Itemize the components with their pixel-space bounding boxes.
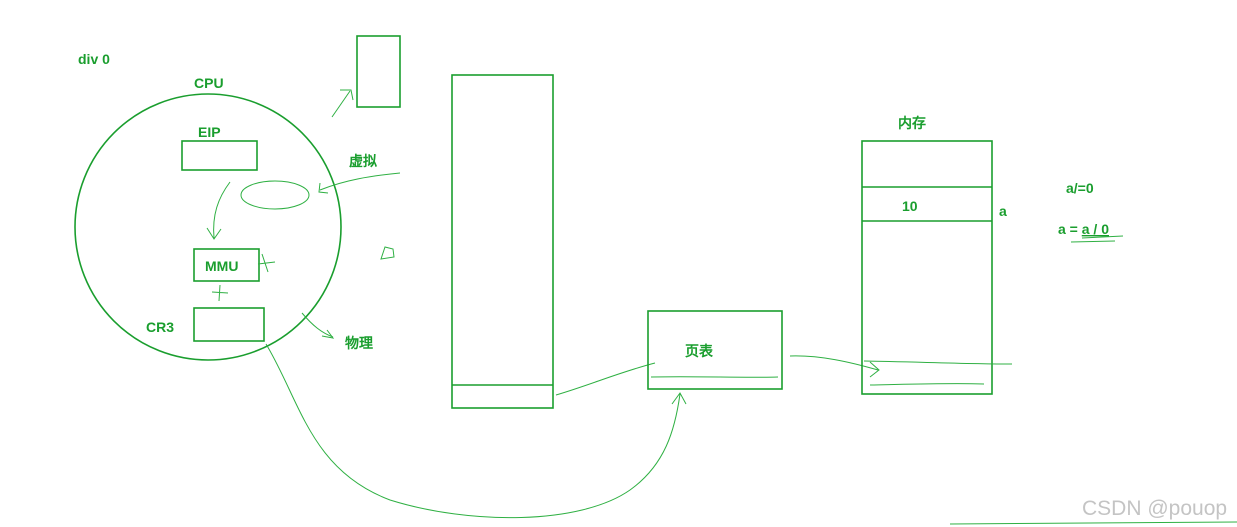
virtual-arrow [318, 172, 401, 194]
small-scribble [380, 246, 395, 260]
formula-1: a/=0 [1066, 180, 1094, 196]
cpu-label: CPU [194, 75, 224, 91]
cr3-to-pagetable-arrow [265, 343, 687, 519]
div-zero-note: div 0 [78, 51, 110, 67]
bottom-line [949, 521, 1237, 525]
cr3-box [193, 307, 265, 342]
small-virtual-block [356, 35, 401, 108]
memory-frame-line-top [863, 360, 1013, 365]
watermark: CSDN @pouop [1082, 497, 1227, 520]
formula-underline [1070, 235, 1124, 243]
memory-label: 内存 [898, 115, 926, 131]
plus-mark [211, 284, 229, 302]
memory-frame-line-bottom [869, 383, 985, 386]
page-table-label: 页表 [685, 343, 714, 359]
formula-2-prefix: a = [1058, 221, 1082, 237]
pagetable-to-memory-arrow [789, 355, 880, 378]
eip-to-mmu-arrow [206, 181, 231, 240]
memory-cell-variable: a [999, 203, 1007, 219]
cpu-circle [74, 93, 342, 361]
formula-2-underlined: a / 0 [1082, 221, 1109, 237]
mmu-cross-mark [257, 253, 276, 273]
cr3-label: CR3 [146, 319, 174, 335]
page-table-entry-line [650, 376, 779, 378]
mmu-box [193, 248, 260, 282]
physical-arrow [301, 312, 335, 339]
physical-label: 物理 [345, 335, 373, 351]
virtual-to-pagetable-arrow [555, 362, 656, 396]
eip-register-box [181, 140, 258, 171]
mmu-label: MMU [205, 258, 238, 274]
formula-2: a = a / 0 [1058, 221, 1109, 237]
virtual-label: 虚拟 [349, 153, 377, 169]
eip-label: EIP [198, 124, 221, 140]
page-table-box [647, 310, 783, 390]
memory-cell-value: 10 [902, 198, 918, 214]
virtual-address-space [451, 74, 554, 409]
memory-box [861, 140, 993, 395]
ellipse-scribble [240, 180, 310, 210]
arrow-to-small-block [331, 89, 354, 118]
